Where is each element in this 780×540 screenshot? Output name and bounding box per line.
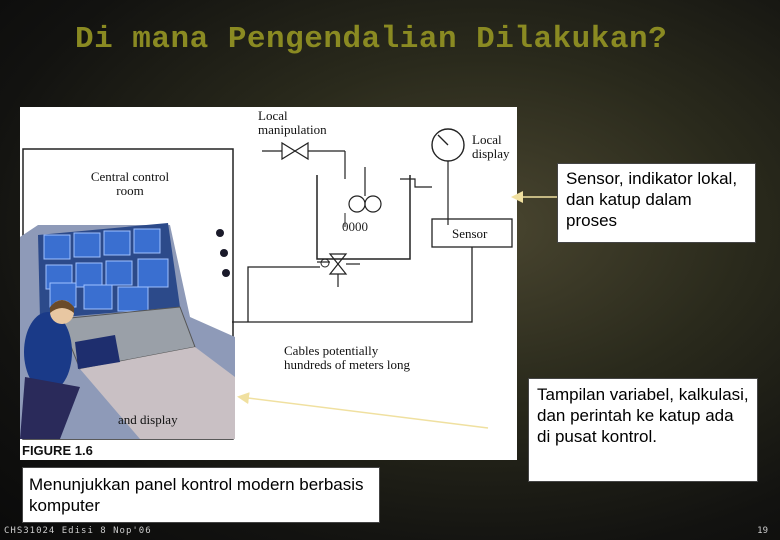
process-control-figure: 0000 [20, 107, 517, 460]
callout-modern-control-panel: Menunjukkan panel kontrol modern berbasi… [22, 467, 380, 523]
label-local-manipulation: Local manipulation [258, 108, 327, 137]
label-sensor: Sensor [452, 226, 488, 241]
valve-icon [281, 141, 297, 161]
callout-sensor-indicator-valve: Sensor, indikator lokal, dan katup dalam… [557, 163, 756, 243]
figure-drawing: 0000 [20, 128, 513, 440]
figure-caption: FIGURE 1.6 [22, 443, 93, 458]
footer-course-code: CHS31024 Edisi 8 Nop'06 [4, 526, 152, 536]
process-tank [316, 175, 411, 260]
callout-control-center-display: Tampilan variabel, kalkulasi, dan perint… [528, 378, 758, 482]
cable-line [232, 247, 473, 323]
slide-title: Di mana Pengendalian Dilakukan? [75, 22, 668, 57]
agitator-icon [348, 195, 366, 213]
svg-text:0000: 0000 [342, 219, 368, 234]
operator-console-illustration [20, 223, 235, 439]
label-central-control-room: Central control room [90, 169, 170, 198]
label-cables: Cables potentially hundreds of meters lo… [284, 343, 411, 372]
label-local-display: Local display [472, 132, 510, 161]
label-and-display: and display [118, 412, 178, 427]
footer-page-number: 19 [757, 526, 768, 536]
